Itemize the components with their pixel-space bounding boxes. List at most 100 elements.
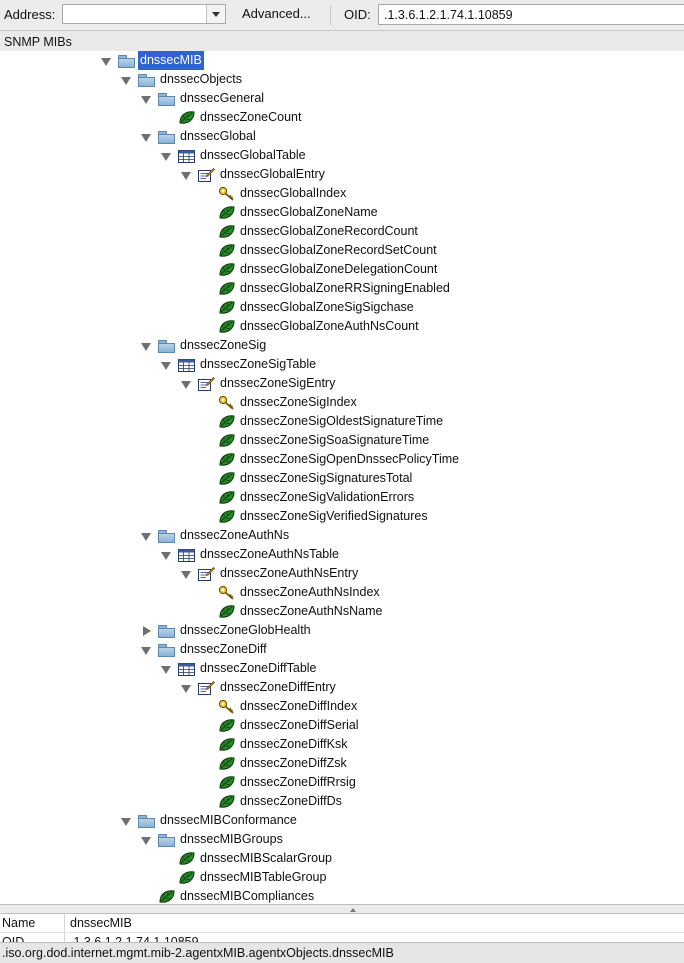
expand-triangle-open-icon[interactable] <box>140 89 152 108</box>
address-input[interactable] <box>63 5 213 23</box>
expand-triangle-open-icon[interactable] <box>120 70 132 89</box>
tree-node[interactable]: dnssecZoneCount <box>0 108 684 127</box>
tree-node-label[interactable]: dnssecZoneDiffIndex <box>240 699 358 713</box>
tree-node-label[interactable]: dnssecZoneDiffZsk <box>240 756 347 770</box>
oid-input[interactable] <box>379 5 684 24</box>
expand-triangle-open-icon[interactable] <box>120 811 132 830</box>
collapse-up-icon[interactable] <box>349 907 357 913</box>
tree-node[interactable]: dnssecZoneSigOpenDnssecPolicyTime <box>0 450 684 469</box>
tree-node[interactable]: dnssecZoneDiffKsk <box>0 735 684 754</box>
tree-node-label[interactable]: dnssecGlobalZoneRecordSetCount <box>240 243 437 257</box>
tree-node-label[interactable]: dnssecZoneDiffTable <box>200 661 317 675</box>
tree-node[interactable]: dnssecMIBScalarGroup <box>0 849 684 868</box>
expand-triangle-open-icon[interactable] <box>140 336 152 355</box>
tree-node-label[interactable]: dnssecObjects <box>160 72 242 86</box>
tree-node-label[interactable]: dnssecZoneDiffKsk <box>240 737 348 751</box>
expand-triangle-open-icon[interactable] <box>180 374 192 393</box>
tree-node[interactable]: dnssecGeneral <box>0 89 684 108</box>
tree-node-label[interactable]: dnssecGlobalZoneRecordCount <box>240 224 418 238</box>
tree-node[interactable]: dnssecMIBCompliances <box>0 887 684 904</box>
expand-triangle-open-icon[interactable] <box>180 564 192 583</box>
tree-node[interactable]: dnssecZoneDiffTable <box>0 659 684 678</box>
tree-node[interactable]: dnssecGlobalZoneSigSigchase <box>0 298 684 317</box>
tree-node[interactable]: dnssecGlobalTable <box>0 146 684 165</box>
expand-triangle-open-icon[interactable] <box>160 355 172 374</box>
tree-node[interactable]: dnssecZoneDiffZsk <box>0 754 684 773</box>
tree-node-label[interactable]: dnssecZoneAuthNs <box>180 528 290 542</box>
tree-node[interactable]: dnssecGlobalZoneRecordCount <box>0 222 684 241</box>
expand-triangle-open-icon[interactable] <box>140 526 152 545</box>
expand-triangle-open-icon[interactable] <box>160 545 172 564</box>
tree-node-label[interactable]: dnssecGlobalZoneSigSigchase <box>240 300 414 314</box>
tree-node[interactable]: dnssecZoneAuthNsIndex <box>0 583 684 602</box>
tree-node-label[interactable]: dnssecMIBScalarGroup <box>200 851 333 865</box>
tree-node[interactable]: dnssecZoneAuthNsName <box>0 602 684 621</box>
oid-field[interactable] <box>378 4 684 25</box>
tree-node-label[interactable]: dnssecZoneDiffSerial <box>240 718 359 732</box>
tree-node-label[interactable]: dnssecZoneDiffRrsig <box>240 775 356 789</box>
expand-triangle-open-icon[interactable] <box>140 640 152 659</box>
tree-node-label[interactable]: dnssecMIBCompliances <box>180 889 315 903</box>
expand-triangle-open-icon[interactable] <box>180 678 192 697</box>
tree-node[interactable]: dnssecZoneAuthNsTable <box>0 545 684 564</box>
expand-triangle-open-icon[interactable] <box>140 127 152 146</box>
tree-node-label[interactable]: dnssecZoneAuthNsEntry <box>220 566 359 580</box>
expand-triangle-closed-icon[interactable] <box>140 621 152 640</box>
tree-node[interactable]: dnssecGlobal <box>0 127 684 146</box>
tree-node-label[interactable]: dnssecZoneSigSignaturesTotal <box>240 471 413 485</box>
tree-node[interactable]: dnssecZoneSig <box>0 336 684 355</box>
tree-node[interactable]: dnssecZoneSigVerifiedSignatures <box>0 507 684 526</box>
tree-node-label[interactable]: dnssecGlobalZoneName <box>240 205 378 219</box>
tree-node[interactable]: dnssecZoneDiffIndex <box>0 697 684 716</box>
tree-node-label[interactable]: dnssecZoneSigIndex <box>240 395 357 409</box>
tree-node-label[interactable]: dnssecZoneDiffDs <box>240 794 342 808</box>
tree-node[interactable]: dnssecMIBConformance <box>0 811 684 830</box>
tree-node-label[interactable]: dnssecZoneDiff <box>180 642 267 656</box>
tree-node[interactable]: dnssecMIBTableGroup <box>0 868 684 887</box>
tree-node-label[interactable]: dnssecZoneSigOldestSignatureTime <box>240 414 444 428</box>
tree-node-label[interactable]: dnssecGlobalIndex <box>240 186 347 200</box>
expand-triangle-open-icon[interactable] <box>100 51 112 70</box>
tree-node-label[interactable]: dnssecGlobalEntry <box>220 167 325 181</box>
expand-triangle-open-icon[interactable] <box>160 146 172 165</box>
tree-node-label[interactable]: dnssecGlobalTable <box>200 148 306 162</box>
tree-node-label[interactable]: dnssecZoneSigOpenDnssecPolicyTime <box>240 452 460 466</box>
tree-node[interactable]: dnssecGlobalEntry <box>0 165 684 184</box>
tree-node[interactable]: dnssecZoneSigIndex <box>0 393 684 412</box>
tree-node[interactable]: dnssecZoneDiffRrsig <box>0 773 684 792</box>
tree-node[interactable]: dnssecZoneSigOldestSignatureTime <box>0 412 684 431</box>
tree-node[interactable]: dnssecGlobalZoneName <box>0 203 684 222</box>
tree-node[interactable]: dnssecZoneSigTable <box>0 355 684 374</box>
tree-node-label[interactable]: dnssecMIBConformance <box>160 813 297 827</box>
tree-node-label[interactable]: dnssecZoneAuthNsName <box>240 604 383 618</box>
tree-node-label[interactable]: dnssecZoneDiffEntry <box>220 680 336 694</box>
tree-node-label[interactable]: dnssecGlobal <box>180 129 256 143</box>
tree-node[interactable]: dnssecZoneGlobHealth <box>0 621 684 640</box>
tree-node[interactable]: dnssecZoneSigSignaturesTotal <box>0 469 684 488</box>
tree-node[interactable]: dnssecGlobalZoneRRSigningEnabled <box>0 279 684 298</box>
tree-node-label[interactable]: dnssecGlobalZoneDelegationCount <box>240 262 438 276</box>
tree-node-label[interactable]: dnssecMIBGroups <box>180 832 283 846</box>
tree-node[interactable]: dnssecGlobalIndex <box>0 184 684 203</box>
expand-triangle-open-icon[interactable] <box>160 659 172 678</box>
tree-node-label[interactable]: dnssecMIB <box>138 51 204 70</box>
expand-triangle-open-icon[interactable] <box>180 165 192 184</box>
tree-node-label[interactable]: dnssecGeneral <box>180 91 265 105</box>
tree-node-label[interactable]: dnssecZoneSigSoaSignatureTime <box>240 433 430 447</box>
tree-node[interactable]: dnssecGlobalZoneRecordSetCount <box>0 241 684 260</box>
tree-node[interactable]: dnssecZoneSigSoaSignatureTime <box>0 431 684 450</box>
tree-node[interactable]: dnssecZoneDiffSerial <box>0 716 684 735</box>
advanced-button[interactable]: Advanced... <box>236 4 317 24</box>
split-pane-divider[interactable] <box>0 904 684 914</box>
tree-node-label[interactable]: dnssecGlobalZoneRRSigningEnabled <box>240 281 450 295</box>
tree-node-label[interactable]: dnssecMIBTableGroup <box>200 870 327 884</box>
tree-node[interactable]: dnssecZoneAuthNsEntry <box>0 564 684 583</box>
tree-node-label[interactable]: dnssecZoneSig <box>180 338 267 352</box>
tree-node[interactable]: dnssecZoneDiff <box>0 640 684 659</box>
tree-node-label[interactable]: dnssecZoneGlobHealth <box>180 623 311 637</box>
tree-node-label[interactable]: dnssecGlobalZoneAuthNsCount <box>240 319 419 333</box>
tree-node[interactable]: dnssecZoneSigEntry <box>0 374 684 393</box>
tree-node-label[interactable]: dnssecZoneSigValidationErrors <box>240 490 415 504</box>
tree-node[interactable]: dnssecZoneDiffEntry <box>0 678 684 697</box>
expand-triangle-open-icon[interactable] <box>140 830 152 849</box>
